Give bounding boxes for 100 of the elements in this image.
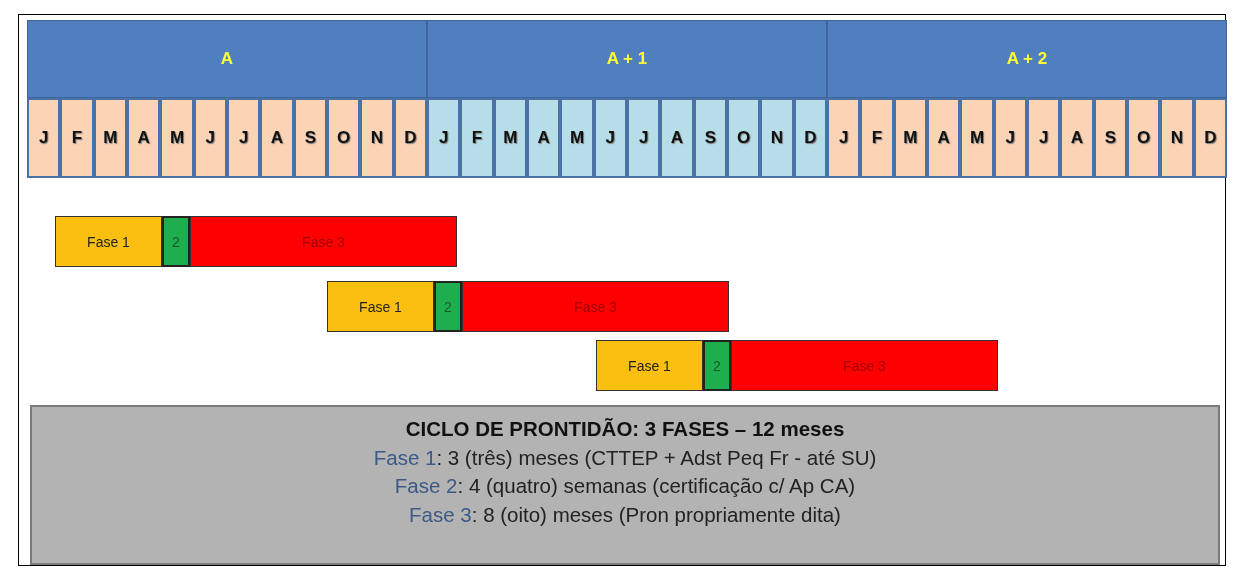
label: M (903, 128, 918, 148)
label: A (270, 128, 284, 148)
label: J (438, 128, 449, 148)
label: Fase 1 (359, 298, 402, 315)
month-cell (1093, 98, 1127, 178)
label: 2 (444, 298, 452, 315)
month-cell (127, 98, 161, 178)
label: A (670, 128, 684, 148)
phase-bar (731, 340, 998, 391)
label: O (1137, 128, 1151, 148)
phase-bar (327, 281, 434, 332)
phase-bar (434, 281, 462, 332)
label: N (370, 128, 384, 148)
label: J (238, 128, 249, 148)
month-cell (1127, 98, 1161, 178)
month-cell (393, 98, 427, 178)
label: N (770, 128, 784, 148)
month-cell (460, 98, 494, 178)
label: A (137, 128, 150, 148)
month-cell (927, 98, 961, 178)
phase-bar (55, 216, 162, 267)
year-header (827, 20, 1227, 98)
month-cell (893, 98, 927, 178)
month-cell (727, 98, 761, 178)
month-cell (160, 98, 194, 178)
label: F (471, 128, 483, 148)
label: M (969, 128, 985, 148)
label: O (337, 128, 351, 148)
month-cell (793, 98, 827, 178)
label: J (1005, 128, 1016, 148)
summary-panel (30, 405, 1220, 565)
month-cell (1027, 98, 1061, 178)
month-cell (660, 98, 694, 178)
month-cell (1160, 98, 1194, 178)
label: J (605, 128, 616, 148)
label: O (737, 128, 751, 148)
label: F (71, 128, 83, 148)
month-cell (860, 98, 894, 178)
month-cell (227, 98, 261, 178)
month-cell (760, 98, 794, 178)
label: Fase 1 (628, 357, 671, 374)
month-cell (193, 98, 227, 178)
month-cell (1060, 98, 1094, 178)
label: A (220, 49, 234, 69)
label: N (1170, 128, 1184, 148)
label: A + 1 (606, 49, 648, 69)
label: A (937, 128, 950, 148)
label: 2 (713, 357, 721, 374)
label: S (704, 128, 716, 148)
month-cell (693, 98, 727, 178)
label: 2 (172, 233, 180, 250)
label: A (537, 128, 550, 148)
label: S (1104, 128, 1116, 148)
phase-bar (462, 281, 729, 332)
month-cell (560, 98, 594, 178)
month-cell (627, 98, 661, 178)
label: A (1070, 128, 1084, 148)
month-cell (527, 98, 561, 178)
month-cell (960, 98, 994, 178)
label: M (103, 128, 118, 148)
label: Fase 3 (302, 233, 345, 250)
phase-description: Fase 2: 4 (quatro) semanas (certificação c/ Ap CA) (394, 473, 856, 500)
month-cell (827, 98, 861, 178)
label: Fase 3 (574, 298, 617, 315)
month-cell (993, 98, 1027, 178)
phase-bar (703, 340, 731, 391)
month-cell (327, 98, 361, 178)
label: S (304, 128, 316, 148)
label: M (169, 128, 185, 148)
month-cell (27, 98, 61, 178)
month-cell (1193, 98, 1227, 178)
phase-description: Fase 1: 3 (três) meses (CTTEP + Adst Peq Fr - até SU) (373, 444, 877, 471)
label: A + 2 (1006, 49, 1048, 69)
month-cell (293, 98, 327, 178)
label: J (38, 128, 49, 148)
month-cell (493, 98, 527, 178)
label: Fase 3 (843, 357, 886, 374)
label: D (404, 128, 417, 148)
label: J (638, 128, 649, 148)
label: D (804, 128, 817, 148)
label: M (503, 128, 518, 148)
month-cell (93, 98, 127, 178)
label: F (871, 128, 883, 148)
phase-bar (596, 340, 703, 391)
month-cell (593, 98, 627, 178)
label: J (838, 128, 849, 148)
year-header (427, 20, 827, 98)
label: M (569, 128, 585, 148)
month-cell (360, 98, 394, 178)
label: Fase 1 (87, 233, 130, 250)
label: J (205, 128, 216, 148)
year-header (27, 20, 427, 98)
summary-title: CICLO DE PRONTIDÃO: 3 FASES – 12 meses (405, 416, 845, 442)
month-cell (427, 98, 461, 178)
label: D (1204, 128, 1217, 148)
month-cell (260, 98, 294, 178)
phase-bar (162, 216, 190, 267)
month-cell (60, 98, 94, 178)
phase-description: Fase 3: 8 (oito) meses (Pron propriamente dita) (409, 502, 841, 529)
label: J (1038, 128, 1049, 148)
